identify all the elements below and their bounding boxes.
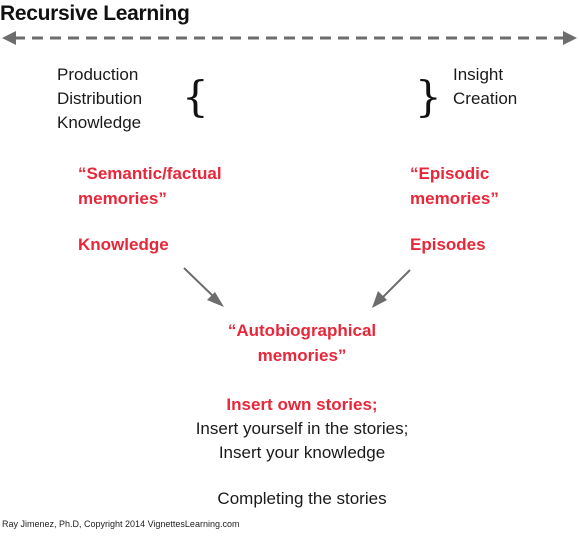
left-brace: { xyxy=(182,72,209,121)
episodic-memories-line1: “Episodic xyxy=(410,164,490,183)
left-group: Production Distribution Knowledge xyxy=(57,63,142,135)
semantic-memories-line1: “Semantic/factual xyxy=(78,164,222,183)
autobiographical-memories-line2: memories” xyxy=(257,346,347,365)
episodic-memories-line2: memories” xyxy=(410,189,499,208)
right-group-line: Insight xyxy=(453,65,504,84)
semantic-memories-line2: memories” xyxy=(78,189,167,208)
left-group-line: Production xyxy=(57,65,139,84)
completing-stories: Completing the stories xyxy=(217,489,387,508)
right-brace: } xyxy=(415,72,442,121)
right-group-line: Creation xyxy=(453,89,518,108)
left-group-line: Knowledge xyxy=(57,113,142,132)
episodes-label: Episodes xyxy=(410,235,486,254)
semantic-memories: “Semantic/factual memories” xyxy=(78,161,222,211)
right-group: Insight Creation xyxy=(453,63,517,111)
left-group-line: Distribution xyxy=(57,89,143,108)
insert-own-stories: Insert own stories; xyxy=(226,395,378,414)
left-diagonal-arrow xyxy=(183,267,224,307)
episodic-memories: “Episodic memories” xyxy=(410,161,499,211)
knowledge-label: Knowledge xyxy=(78,235,169,254)
insert-yourself: Insert yourself in the stories; xyxy=(195,419,409,438)
dashed-double-arrow xyxy=(2,31,577,45)
copyright-footer: Ray Jimenez, Ph.D, Copyright 2014 Vignet… xyxy=(2,519,240,529)
diagram-title: Recursive Learning xyxy=(0,2,190,25)
autobiographical-memories: “Autobiographical memories” xyxy=(228,318,376,368)
autobiographical-memories-line1: “Autobiographical xyxy=(227,321,377,340)
insert-block: Insert own stories; Insert yourself in t… xyxy=(196,392,409,465)
right-diagonal-arrow xyxy=(372,269,411,308)
insert-knowledge: Insert your knowledge xyxy=(218,443,386,462)
